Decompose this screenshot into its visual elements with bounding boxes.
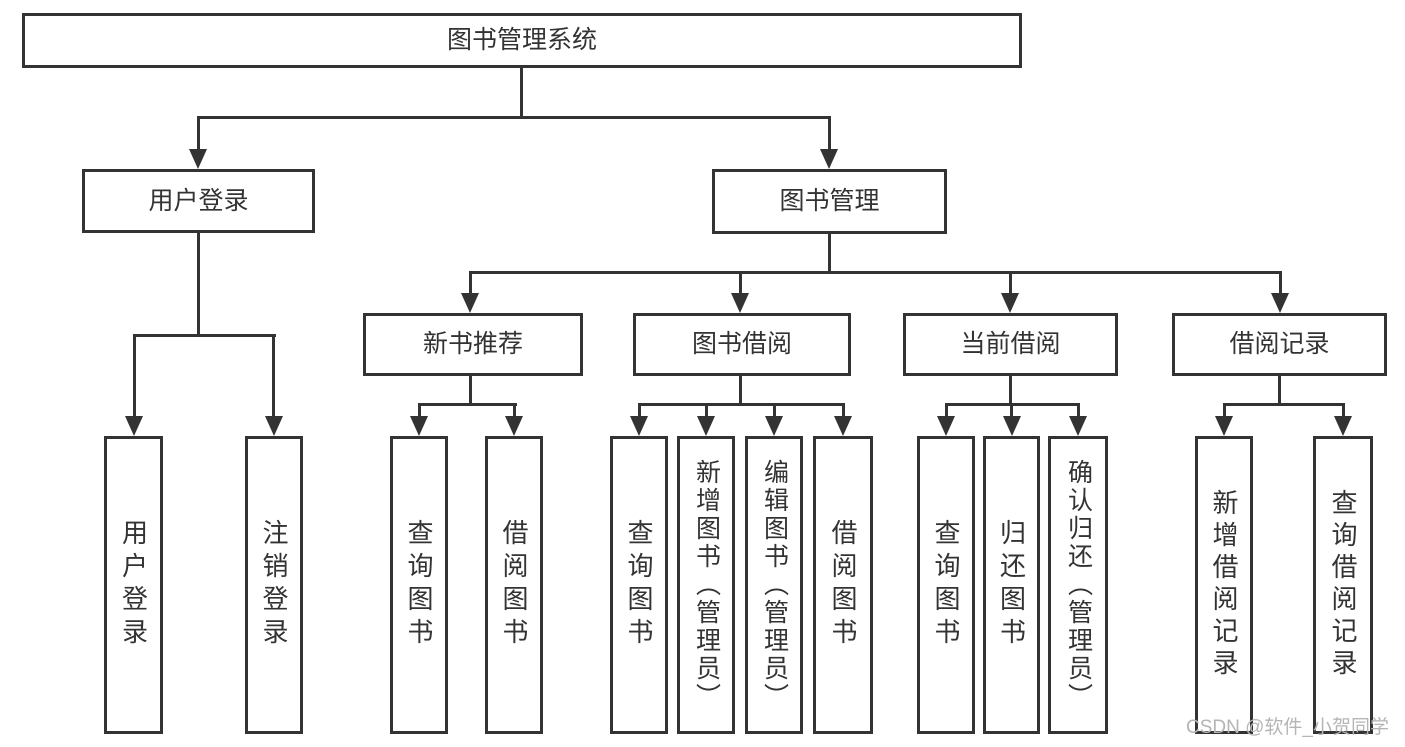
connector-vertical: [512, 403, 516, 419]
leaf-return-books: 归还图书: [983, 436, 1040, 734]
connector-vertical: [944, 403, 948, 419]
connector-vertical: [196, 233, 200, 336]
connector-vertical: [132, 334, 136, 418]
arrow-down-icon: [1271, 293, 1289, 313]
connector-vertical: [772, 403, 776, 419]
node-label: 新书推荐: [422, 330, 523, 358]
node-label: 图书管理: [779, 187, 880, 215]
arrow-down-icon: [1334, 416, 1352, 436]
leaf-label: 注销登录: [259, 519, 289, 651]
connector-vertical: [468, 376, 472, 406]
connector-vertical: [1277, 376, 1281, 406]
leaf-label: 新增图书（管理员）: [692, 459, 721, 711]
connector-vertical: [704, 403, 708, 419]
arrow-down-icon: [697, 416, 715, 436]
arrow-down-icon: [1069, 416, 1087, 436]
arrow-down-icon: [765, 416, 783, 436]
node-new-book-recommendation: 新书推荐: [363, 313, 583, 376]
arrow-down-icon: [461, 293, 479, 313]
leaf-borrow-books: 借阅图书: [813, 436, 873, 734]
node-label: 图书管理系统: [446, 26, 597, 54]
leaf-label: 查询图书: [624, 519, 654, 651]
connector-vertical: [468, 271, 472, 295]
arrow-down-icon: [264, 416, 283, 436]
leaf-label: 查询图书: [931, 519, 961, 651]
arrow-down-icon: [1001, 293, 1019, 313]
node-label: 用户登录: [148, 186, 249, 215]
leaf-query-books: 查询图书: [610, 436, 668, 734]
connector-vertical: [738, 271, 742, 295]
leaf-label: 借阅图书: [499, 519, 529, 651]
leaf-query-books: 查询图书: [917, 436, 975, 734]
connector-vertical: [196, 116, 200, 152]
node-current-borrowing: 当前借阅: [903, 313, 1118, 376]
leaf-label: 查询借阅记录: [1328, 489, 1358, 681]
connector-horizontal: [468, 271, 1282, 274]
connector-vertical: [519, 68, 523, 119]
leaf-label: 编辑图书（管理员）: [760, 459, 789, 711]
leaf-logout-login: 注销登录: [245, 436, 303, 734]
node-book-management: 图书管理: [712, 169, 947, 234]
connector-vertical: [272, 334, 275, 418]
node-book-borrowing: 图书借阅: [633, 313, 851, 376]
connector-horizontal: [417, 403, 517, 406]
connector-vertical: [738, 376, 742, 406]
leaf-label: 新增借阅记录: [1209, 489, 1239, 681]
leaf-add-books-admin: 新增图书（管理员）: [677, 436, 735, 734]
leaf-label: 借阅图书: [828, 519, 858, 651]
connector-vertical: [1222, 403, 1226, 419]
connector-horizontal: [132, 334, 276, 337]
connector-horizontal: [196, 116, 831, 119]
leaf-query-books: 查询图书: [390, 436, 448, 734]
connector-vertical: [637, 403, 641, 419]
leaf-label: 归还图书: [996, 519, 1027, 651]
connector-vertical: [841, 403, 845, 419]
connector-vertical: [827, 234, 831, 274]
arrow-down-icon: [410, 416, 428, 436]
node-label: 借阅记录: [1229, 330, 1330, 358]
connector-horizontal: [1222, 403, 1345, 406]
node-label: 当前借阅: [960, 330, 1061, 358]
arrow-down-icon: [937, 416, 955, 436]
connector-horizontal: [637, 403, 845, 406]
connector-vertical: [1278, 271, 1282, 295]
connector-vertical: [417, 403, 421, 419]
node-borrowing-records: 借阅记录: [1172, 313, 1387, 376]
node-book-management-system: 图书管理系统: [22, 13, 1022, 68]
connector-vertical: [1341, 403, 1345, 419]
arrow-down-icon: [505, 416, 523, 436]
leaf-label: 查询图书: [404, 519, 434, 651]
node-user-login: 用户登录: [82, 169, 315, 233]
node-label: 图书借阅: [691, 330, 792, 358]
arrow-down-icon: [189, 149, 207, 169]
arrow-down-icon: [630, 416, 648, 436]
leaf-label: 确认归还（管理员）: [1064, 459, 1093, 711]
leaf-query-borrow-record: 查询借阅记录: [1313, 436, 1373, 734]
connector-vertical: [1008, 376, 1012, 406]
csdn-watermark: CSDN @软件_小贺同学: [1186, 717, 1389, 738]
arrow-down-icon: [834, 416, 852, 436]
arrow-down-icon: [820, 149, 838, 169]
connector-vertical: [827, 116, 831, 152]
connector-vertical: [1076, 403, 1080, 419]
arrow-down-icon: [125, 416, 143, 436]
connector-vertical: [1008, 271, 1012, 295]
leaf-label: 用户登录: [118, 519, 149, 651]
connector-vertical: [1010, 403, 1013, 419]
arrow-down-icon: [1215, 416, 1233, 436]
arrow-down-icon: [1002, 416, 1021, 436]
leaf-add-borrow-record: 新增借阅记录: [1195, 436, 1253, 734]
leaf-user-login: 用户登录: [104, 436, 163, 734]
leaf-edit-books-admin: 编辑图书（管理员）: [745, 436, 803, 734]
leaf-borrow-books: 借阅图书: [485, 436, 543, 734]
leaf-confirm-return-admin: 确认归还（管理员）: [1048, 436, 1108, 734]
arrow-down-icon: [731, 293, 749, 313]
